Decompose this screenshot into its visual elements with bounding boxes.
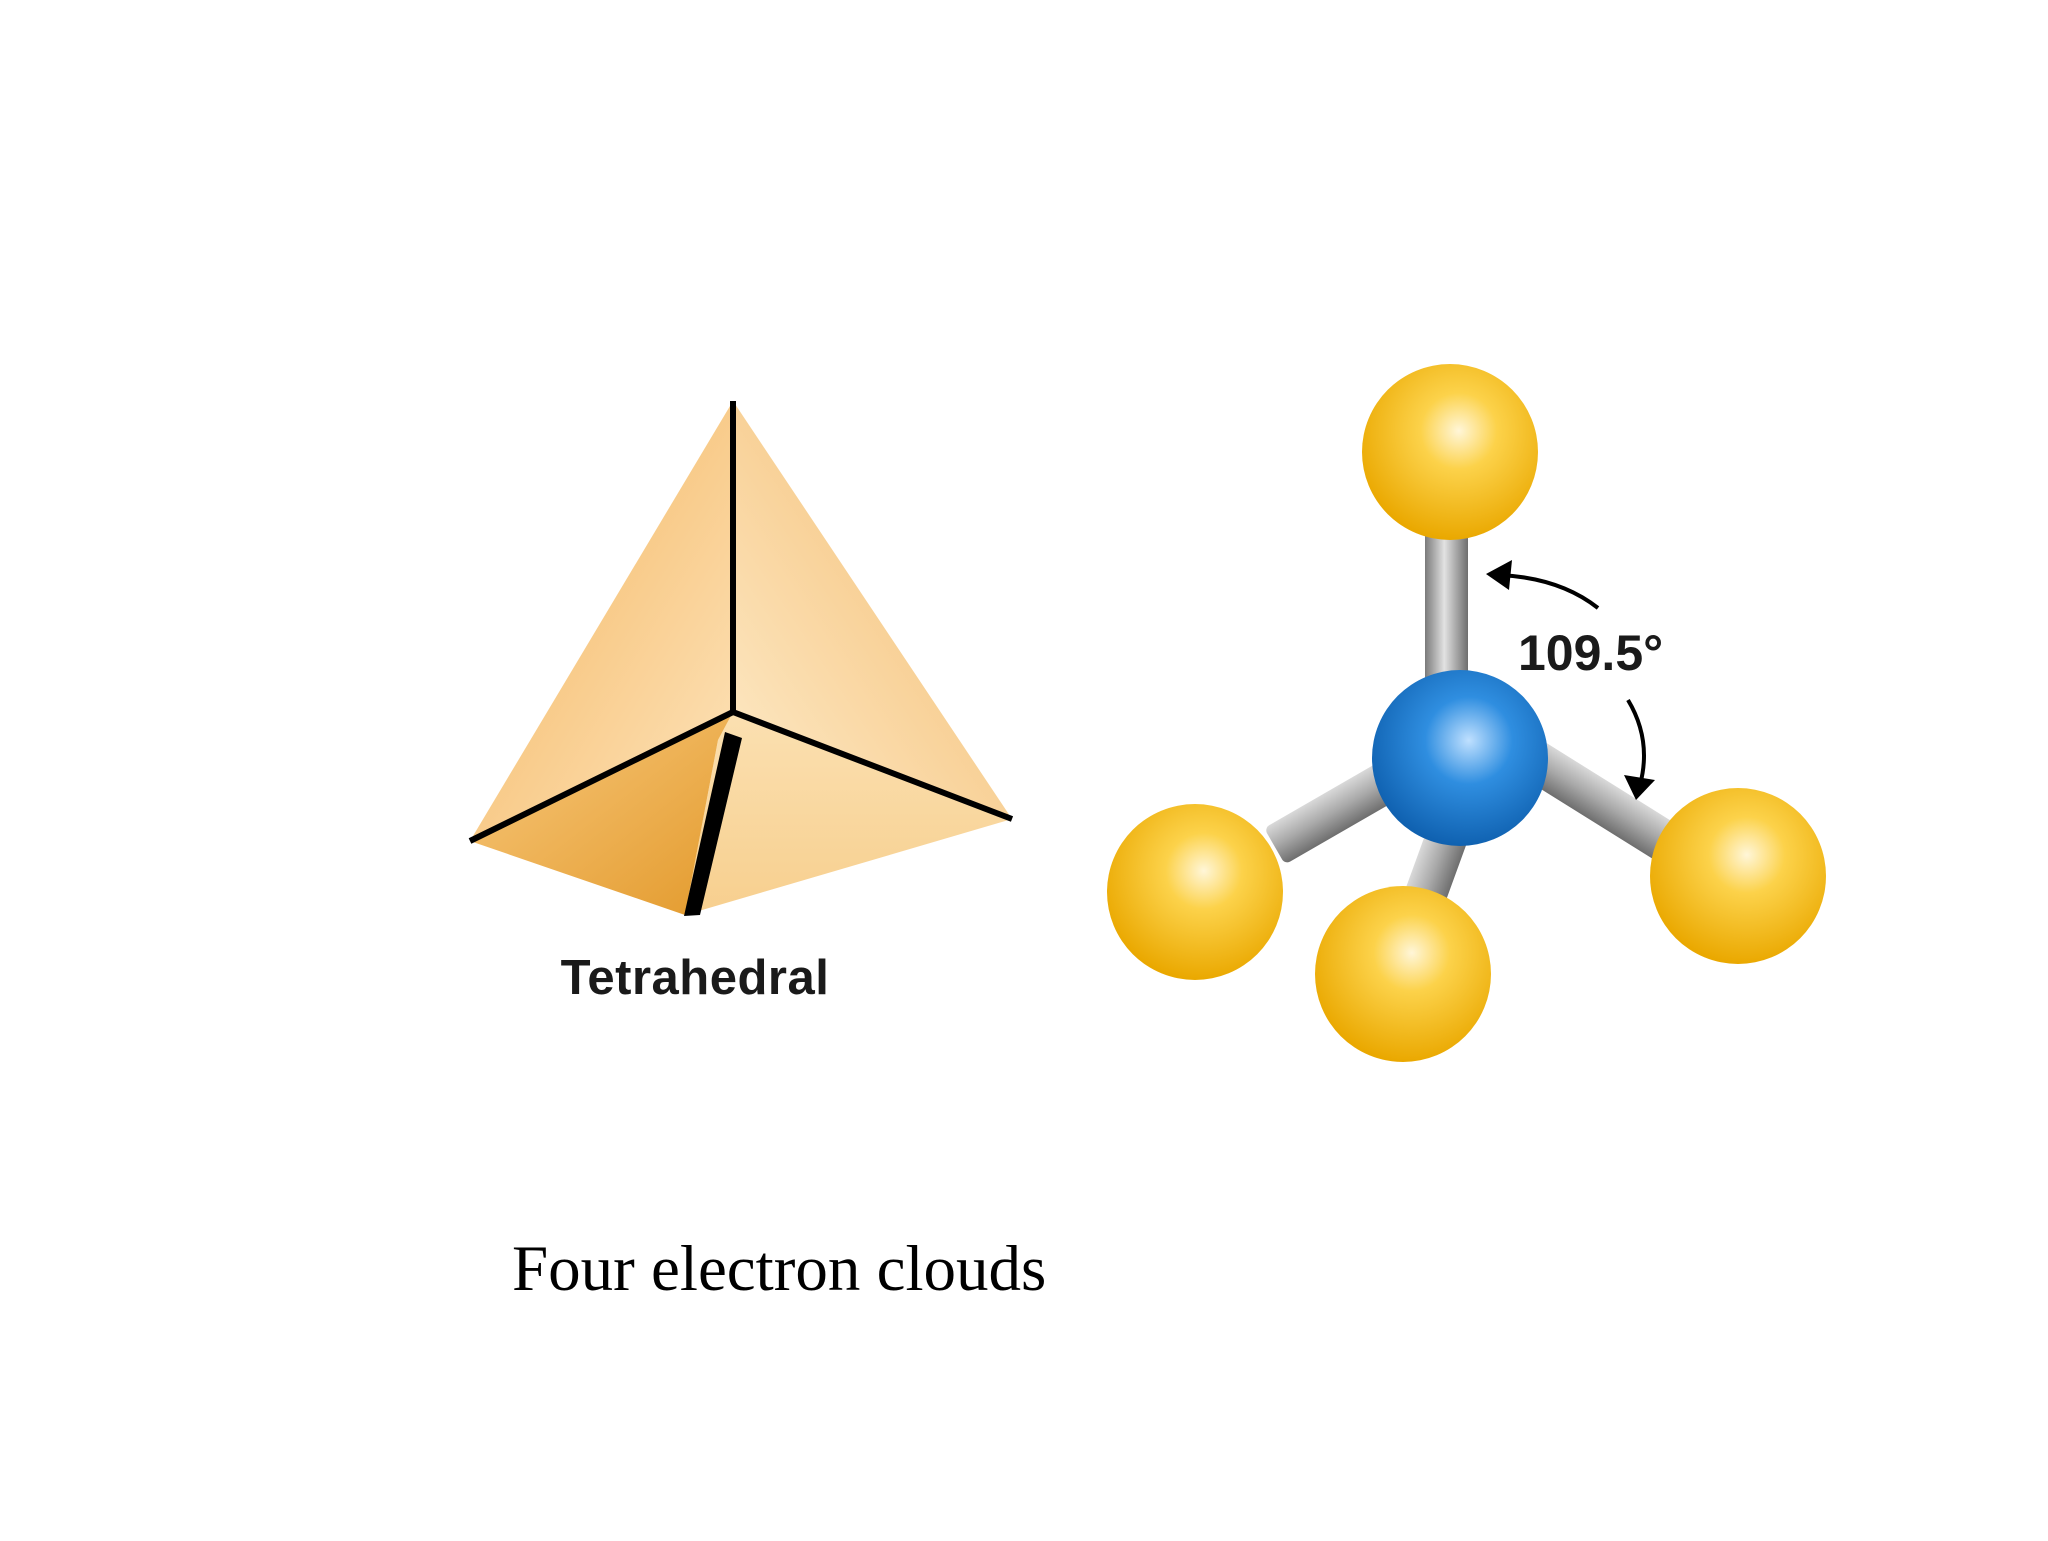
curved-arrow-icon xyxy=(1486,560,1655,800)
angle-arrowhead-upper xyxy=(1486,560,1512,590)
angle-arrowhead-lower xyxy=(1624,775,1655,800)
outer-atom-left xyxy=(1107,804,1283,980)
central-atom xyxy=(1372,670,1548,846)
outer-atom-right xyxy=(1650,788,1826,964)
outer-atom-top xyxy=(1362,364,1538,540)
bond-right xyxy=(1510,734,1689,867)
outer-atom-front xyxy=(1315,886,1491,1062)
tetrahedron-front-face xyxy=(685,712,1012,915)
angle-arrow-upper xyxy=(1499,573,1600,610)
tetrahedron-bottom-face xyxy=(470,712,733,915)
angle-arrow-lower xyxy=(1626,698,1646,786)
ball-and-stick-molecule-icon xyxy=(1107,364,1826,1062)
tetrahedron-edge xyxy=(731,709,1014,822)
shape-name-label: Tetrahedral xyxy=(560,951,830,1005)
tetrahedron-edge xyxy=(468,709,735,844)
tetrahedron-left-face xyxy=(470,401,733,841)
tetrahedron-icon xyxy=(468,401,1014,916)
slide-caption: Four electron clouds xyxy=(512,1233,1047,1305)
tetrahedron-right-face xyxy=(733,401,1012,819)
tetrahedron-front-edge xyxy=(684,732,742,916)
bond-angle-label: 109.5° xyxy=(1518,625,1664,681)
